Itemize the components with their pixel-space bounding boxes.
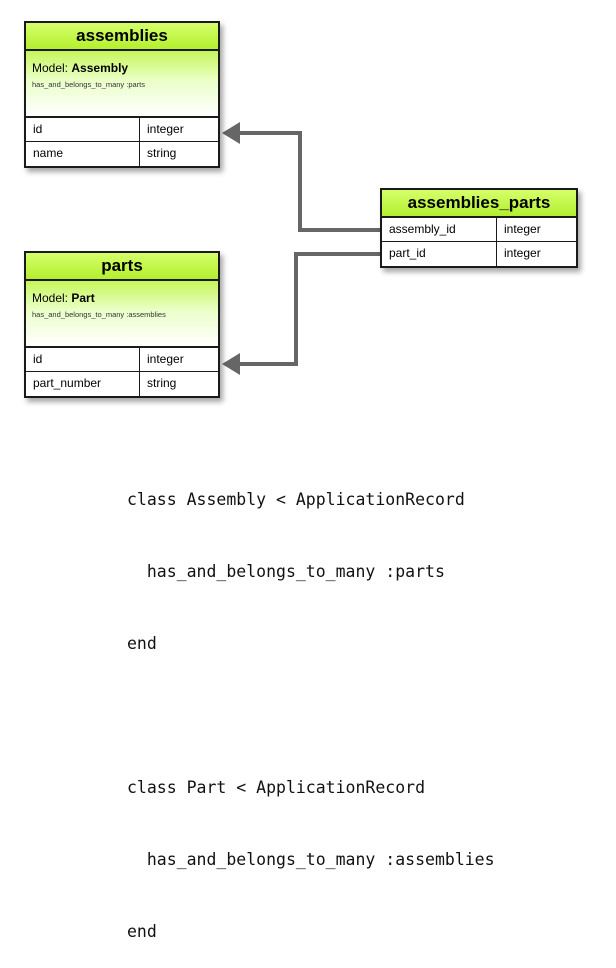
assemblies-model-line: Model: Assembly xyxy=(32,61,212,75)
association-text: has_and_belongs_to_many :parts xyxy=(32,80,145,89)
column-type: integer xyxy=(504,246,541,260)
arrow-assembly-id-to-assemblies-id xyxy=(238,131,380,232)
column-name: id xyxy=(26,118,140,141)
column-type: string xyxy=(147,146,177,160)
assemblies-model-box: Model: Assembly has_and_belongs_to_many … xyxy=(26,51,218,118)
code-line: end xyxy=(127,922,157,941)
column-name: name xyxy=(26,142,140,166)
column-type: string xyxy=(147,376,177,390)
model-name: Part xyxy=(71,291,95,305)
assemblies-parts-table-title: assemblies_parts xyxy=(382,190,576,218)
parts-model-line: Model: Part xyxy=(32,291,212,305)
code-line: end xyxy=(127,634,157,653)
column-name: id xyxy=(26,348,140,371)
column-type: integer xyxy=(147,352,184,366)
parts-table-title: parts xyxy=(26,253,218,281)
column-name: part_id xyxy=(382,242,497,266)
assemblies-table: assemblies Model: Assembly has_and_belon… xyxy=(24,21,220,168)
column-type: integer xyxy=(147,122,184,136)
arrowhead-assemblies xyxy=(222,122,240,144)
code-line xyxy=(127,704,495,728)
column-name: part_number xyxy=(26,372,140,396)
code-line: class Part < ApplicationRecord xyxy=(127,778,426,797)
column-type: integer xyxy=(504,222,541,236)
table-row: id integer xyxy=(26,118,218,142)
parts-table: parts Model: Part has_and_belongs_to_man… xyxy=(24,251,220,398)
parts-model-box: Model: Part has_and_belongs_to_many :ass… xyxy=(26,281,218,348)
model-name: Assembly xyxy=(71,61,129,75)
table-row: part_id integer xyxy=(382,242,576,266)
association-text: has_and_belongs_to_many :assemblies xyxy=(32,310,166,319)
table-row: name string xyxy=(26,142,218,166)
table-row: part_number string xyxy=(26,372,218,396)
table-row: id integer xyxy=(26,348,218,372)
table-row: assembly_id integer xyxy=(382,218,576,242)
relationship-arrows xyxy=(222,122,380,375)
model-label: Model: xyxy=(32,291,69,305)
code-line: class Assembly < ApplicationRecord xyxy=(127,490,465,509)
assemblies-table-title: assemblies xyxy=(26,23,218,51)
code-line: has_and_belongs_to_many :assemblies xyxy=(127,850,495,869)
assemblies-parts-table: assemblies_parts assembly_id integer par… xyxy=(380,188,578,268)
column-name: assembly_id xyxy=(382,218,497,241)
code-block: class Assembly < ApplicationRecord has_a… xyxy=(127,440,495,968)
model-label: Model: xyxy=(32,61,69,75)
arrow-part-id-to-parts-id xyxy=(238,252,380,366)
code-line: has_and_belongs_to_many :parts xyxy=(127,562,445,581)
arrowhead-parts xyxy=(222,353,240,375)
